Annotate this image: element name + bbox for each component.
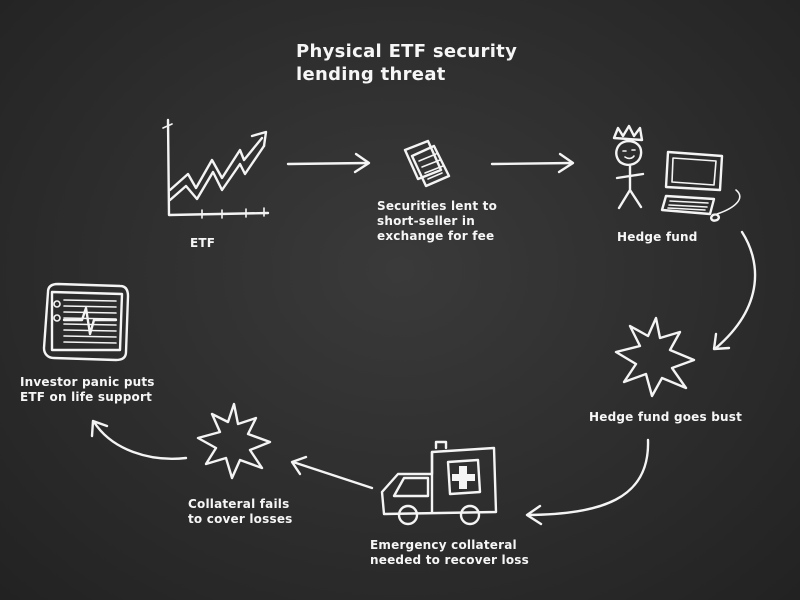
node-label-line: ETF on life support (20, 390, 153, 404)
trader-computer-icon (612, 124, 741, 222)
arrow-hedgefund-to-bust (712, 230, 757, 351)
node-label-line: exchange for fee (377, 229, 495, 243)
node-label-hedge-fund: Hedge fund (617, 230, 698, 245)
node-label-etf: ETF (190, 236, 215, 251)
node-label-line: Emergency collateral (370, 538, 517, 552)
node-label-line: Hedge fund goes bust (589, 410, 743, 424)
arrow-collateral-to-lifesupport (90, 419, 188, 460)
diagram-title-line2: lending threat (296, 64, 446, 85)
arrow-etf-to-lending (286, 152, 371, 174)
arrow-emergency-to-collateral (290, 455, 374, 490)
node-label-line: Securities lent to (377, 199, 498, 213)
diagram-title-line1: Physical ETF security (296, 41, 518, 62)
node-label-line: ETF (190, 236, 216, 250)
node-label-line: short-seller in (377, 214, 475, 228)
arrow-bust-to-emergency (525, 438, 650, 526)
diagram-title: Physical ETF security lending threat (296, 40, 517, 86)
node-label-collateral-fails: Collateral fails to cover losses (188, 497, 293, 527)
node-label-life-support: Investor panic puts ETF on life support (20, 375, 155, 405)
arrow-lending-to-hedgefund (490, 152, 575, 174)
stock-chart-icon (162, 118, 270, 219)
node-label-line: needed to recover loss (370, 553, 529, 567)
node-label-bust: Hedge fund goes bust (589, 410, 742, 425)
heart-monitor-icon (42, 282, 130, 362)
node-label-lending: Securities lent to short-seller in excha… (377, 199, 497, 244)
explosion-icon (196, 402, 272, 480)
ambulance-icon (380, 440, 498, 526)
explosion-icon (614, 316, 696, 398)
documents-icon (403, 139, 451, 188)
node-label-line: Collateral fails (188, 497, 290, 511)
node-label-line: Investor panic puts (20, 375, 155, 389)
node-label-line: Hedge fund (617, 230, 698, 244)
node-label-line: to cover losses (188, 512, 293, 526)
node-label-emergency: Emergency collateral needed to recover l… (370, 538, 529, 568)
